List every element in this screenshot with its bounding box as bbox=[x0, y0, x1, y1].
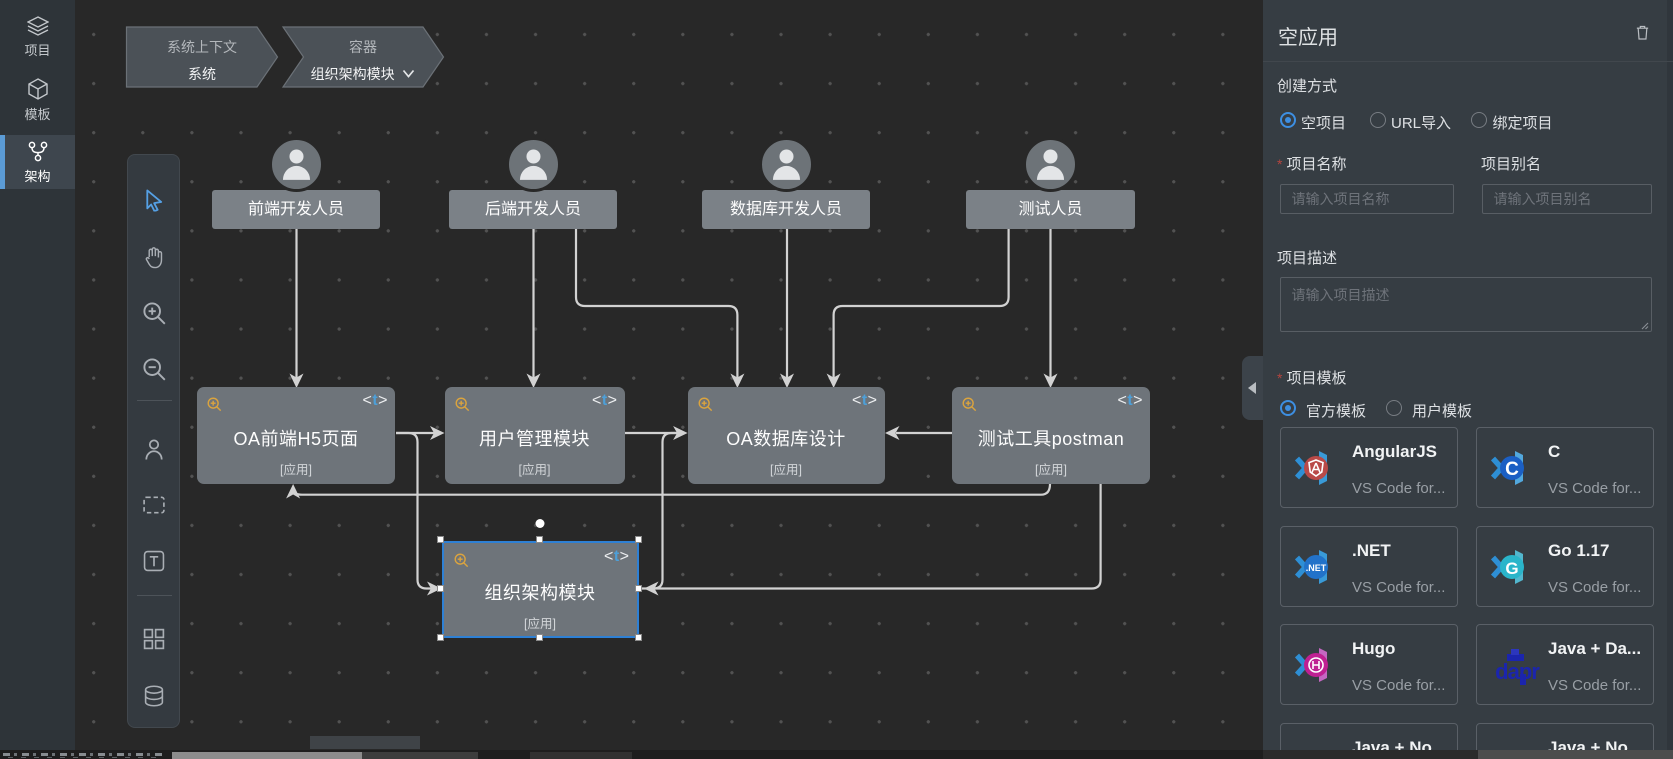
svg-text:C: C bbox=[1505, 459, 1519, 480]
svg-text:.NET: .NET bbox=[1306, 563, 1327, 573]
svg-text:dapr: dapr bbox=[1495, 659, 1540, 684]
svg-text:G: G bbox=[1505, 559, 1518, 578]
